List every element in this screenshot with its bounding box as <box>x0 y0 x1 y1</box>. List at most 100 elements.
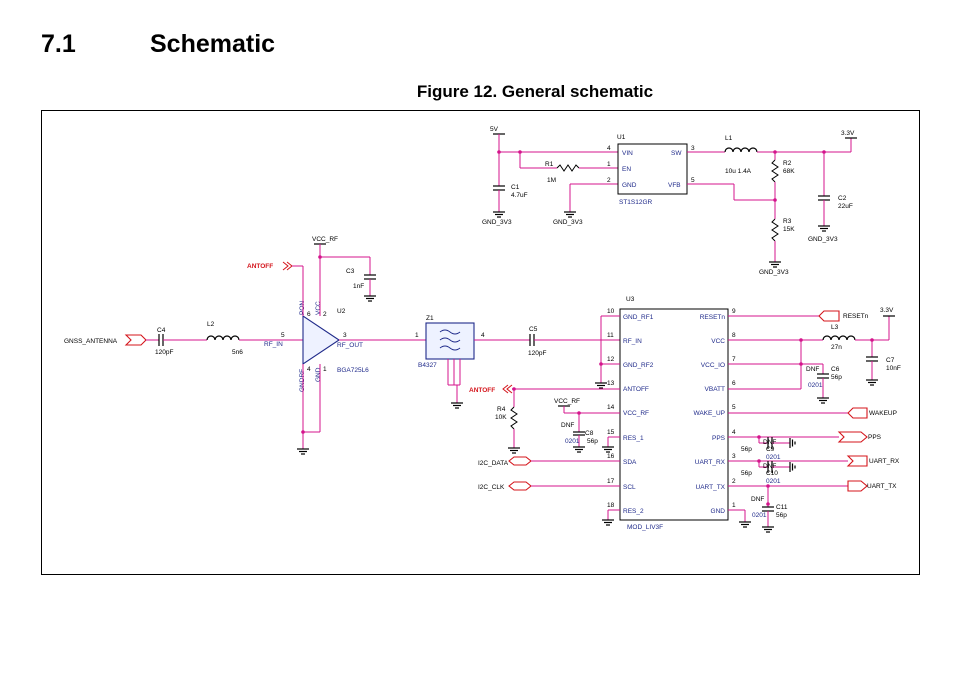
c11-ref: C11 <box>776 504 788 511</box>
i2c-data-net: I2C_DATA <box>478 460 509 467</box>
r3-value: 15K <box>783 226 795 233</box>
l1-ref: L1 <box>725 135 733 142</box>
c3-value: 1nF <box>353 283 364 290</box>
u3-left-pin: RES_2 18 <box>607 502 644 515</box>
u3-right-pin-name: UART_TX <box>696 484 726 491</box>
u3-right-pin-num: 3 <box>732 453 736 460</box>
u3-left-pin-num: 13 <box>607 380 615 387</box>
u1-pinnum-vfb: 5 <box>691 177 695 184</box>
uart-tx-net: UART_TX <box>867 483 897 490</box>
u3-right-pin: VCC_IO 7 <box>701 356 736 369</box>
u3-right-pin-name: WAKE_UP <box>693 410 725 417</box>
c11-value: 56p <box>776 512 787 519</box>
c2-value: 22uF <box>838 203 853 210</box>
l2-ref: L2 <box>207 321 215 328</box>
r2-ref: R2 <box>783 160 792 167</box>
r1-value: 1M <box>547 177 556 184</box>
vcc-rf-label-b: VCC_RF <box>554 398 580 405</box>
l3-ref: L3 <box>831 324 839 331</box>
u2-part: BGA725L6 <box>337 367 369 374</box>
u1-pin-sw: SW <box>671 150 682 157</box>
u3-right-pin: RESETn 9 <box>700 308 736 321</box>
u3-right-pin: WAKE_UP 5 <box>693 404 736 417</box>
u2-pin-gnd: GND <box>315 367 322 382</box>
r3-ref: R3 <box>783 218 792 225</box>
wakeup-net: WAKEUP <box>869 410 897 417</box>
gnd-3v3-label-d: GND_3V3 <box>808 236 838 243</box>
u3-left-pin-name: RF_IN <box>623 338 642 345</box>
u2-pinnum-rf-out: 3 <box>343 332 347 339</box>
c9-dnf: DNF <box>763 439 776 446</box>
u2-pinnum-gnd: 4 <box>307 366 311 373</box>
z1-part: B4327 <box>418 362 437 369</box>
u3-right-pin: VBATT 6 <box>705 380 736 393</box>
u1-pin-en: EN <box>622 166 631 173</box>
antoff-net-label-a: ANTOFF <box>247 263 273 270</box>
section-title: Schematic <box>150 29 276 58</box>
u1-pinnum-gnd: 2 <box>607 177 611 184</box>
r1-ref: R1 <box>545 161 554 168</box>
l2-value: 5n6 <box>232 349 243 356</box>
u3-left-pin-name: RES_1 <box>623 435 644 442</box>
u3-right-pin-num: 9 <box>732 308 736 315</box>
c8-ref: C8 <box>585 430 594 437</box>
c4-ref: C4 <box>157 327 166 334</box>
u3-left-pin-name: GND_RF2 <box>623 362 654 369</box>
c4-value: 120pF <box>155 349 173 356</box>
u3-right-pin: UART_RX 3 <box>695 453 736 466</box>
c11-pkg: 0201 <box>752 512 767 519</box>
gnd-3v3-label-a: GND_3V3 <box>482 219 512 226</box>
power-supply-section: 5V C1 4.7uF GND_3V3 R1 1M GND_3V3 U1 ST1… <box>482 126 857 276</box>
r4-value: 10K <box>495 414 507 421</box>
u2-pinnum-rf-in: 5 <box>281 332 285 339</box>
u3-left-pin: ANTOFF 13 <box>607 380 649 393</box>
u3-right-pin-name: RESETn <box>700 314 726 321</box>
l3-value: 27n <box>831 344 842 351</box>
c5-ref: C5 <box>529 326 538 333</box>
c6-ref: C6 <box>831 366 840 373</box>
u1-pin-vfb: VFB <box>668 182 681 189</box>
c10-dnf: DNF <box>763 463 776 470</box>
c11-dnf: DNF <box>751 496 764 503</box>
u3-right-pin: GND 1 <box>711 502 736 515</box>
u3-right-pin: VCC 8 <box>711 332 736 345</box>
u2-pinnum-vcc: 2 <box>323 311 327 318</box>
u3-right-pin-name: VBATT <box>705 386 725 393</box>
u3-left-pin-num: 17 <box>607 478 615 485</box>
u3-right-pin-num: 6 <box>732 380 736 387</box>
l1-value: 10u 1.4A <box>725 168 752 175</box>
u1-ref: U1 <box>617 134 626 141</box>
u3-left-pin: SCL 17 <box>607 478 636 491</box>
section-heading: 7.1 Schematic <box>41 24 275 64</box>
c7-value: 10nF <box>886 365 901 372</box>
vcc-rf-label-a: VCC_RF <box>312 236 338 243</box>
u1-pin-gnd: GND <box>622 182 637 189</box>
c7-ref: C7 <box>886 357 895 364</box>
u2-pin-rf-in: RF_IN <box>264 341 283 348</box>
i2c-clk-net: I2C_CLK <box>478 484 505 491</box>
c9-pkg: 0201 <box>766 454 781 461</box>
u3-left-pin: GND_RF1 10 <box>607 308 654 321</box>
u3-left-pin: GND_RF2 12 <box>607 356 654 369</box>
z1-pin-in: 1 <box>415 332 419 339</box>
c6-dnf: DNF <box>806 366 819 373</box>
gnd-3v3-label-c: GND_3V3 <box>759 269 789 276</box>
u3-left-pin-name: VCC_RF <box>623 410 649 417</box>
u3-right-pin-name: VCC_IO <box>701 362 725 369</box>
c3-ref: C3 <box>346 268 355 275</box>
c8-pkg: 0201 <box>565 438 580 445</box>
uart-rx-net: UART_RX <box>869 458 900 465</box>
gnss-antenna-net: GNSS_ANTENNA <box>64 338 118 345</box>
supply-5v-label: 5V <box>490 126 499 133</box>
u2-pinnum-gndrf: 1 <box>323 366 327 373</box>
c6-pkg: 0201 <box>808 382 823 389</box>
u3-left-pin-num: 16 <box>607 453 615 460</box>
pps-net: PPS <box>868 434 882 441</box>
c5-value: 120pF <box>528 350 546 357</box>
antoff-net-label-b: ANTOFF <box>469 387 495 394</box>
c10-value: 56p <box>741 470 752 477</box>
z1-ref: Z1 <box>426 315 434 322</box>
u3-left-pin-num: 10 <box>607 308 615 315</box>
u3-right-pin-name: GND <box>711 508 726 515</box>
u3-left-pin: RES_1 15 <box>607 429 644 442</box>
